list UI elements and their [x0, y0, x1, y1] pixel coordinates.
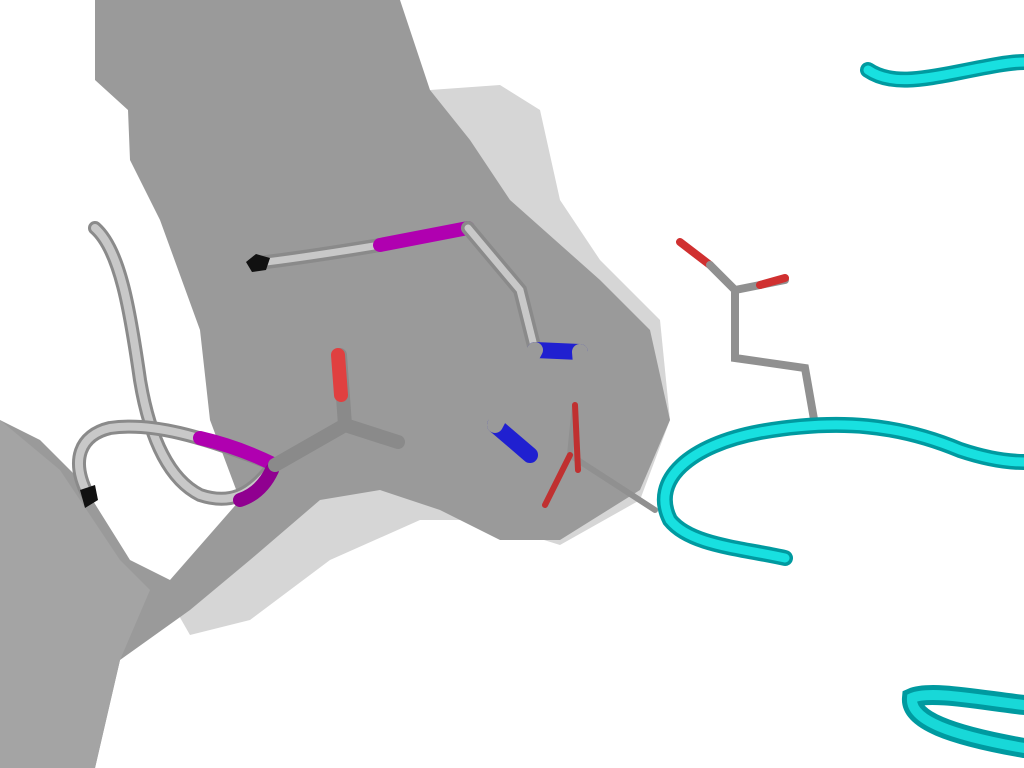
terminus-cap-left — [80, 485, 98, 508]
terminus-cap-upper — [246, 254, 270, 272]
surface-dark-lower — [0, 420, 150, 768]
cyan-chain — [657, 54, 1024, 758]
thin-ligand-sticks — [542, 402, 658, 513]
backbone-tube-upper — [251, 221, 542, 357]
side-chain-right — [676, 238, 819, 429]
backbone-tube-left — [72, 221, 405, 507]
